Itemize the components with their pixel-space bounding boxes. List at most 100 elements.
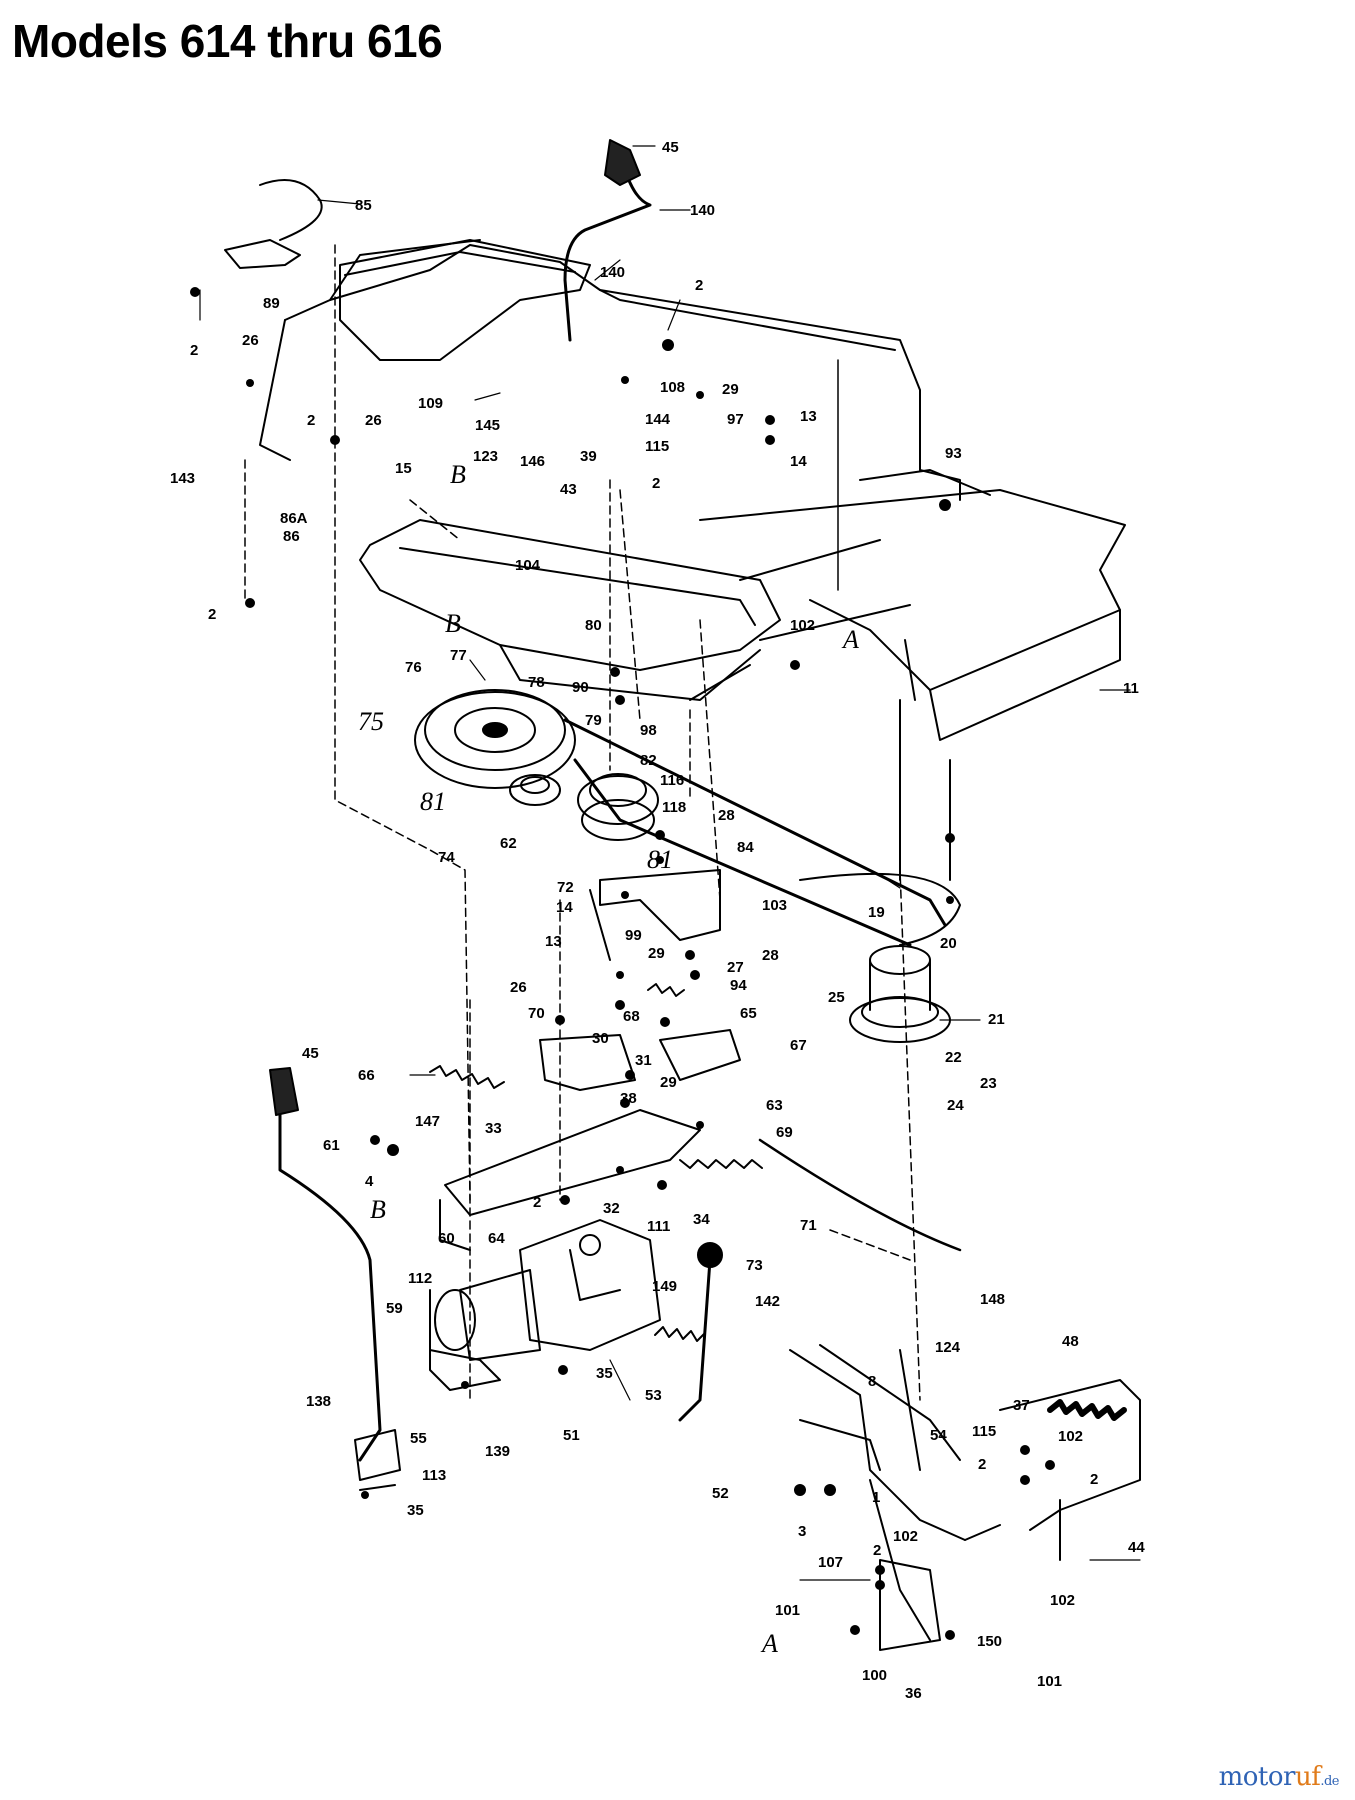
spring-65 xyxy=(647,983,685,997)
callout-62: 62 xyxy=(500,835,517,852)
seat-pan xyxy=(339,239,591,361)
callout-24: 24 xyxy=(947,1097,964,1114)
callout-82: 82 xyxy=(640,752,657,769)
callout-26: 26 xyxy=(242,332,259,349)
callout-98: 98 xyxy=(640,722,657,739)
callout-109: 109 xyxy=(418,395,443,412)
lever-knob-73 xyxy=(697,1242,723,1268)
callout-102: 102 xyxy=(893,1528,918,1545)
callout-43: 43 xyxy=(560,481,577,498)
callout-2: 2 xyxy=(873,1542,881,1559)
callout-52: 52 xyxy=(712,1485,729,1502)
callout-45: 45 xyxy=(662,139,679,156)
callout-99: 99 xyxy=(625,927,642,944)
callout-45: 45 xyxy=(302,1045,319,1062)
lever-knob-45 xyxy=(269,1067,299,1116)
ref-letter-b: B xyxy=(370,1195,386,1224)
callout-8: 8 xyxy=(868,1373,876,1390)
callout-112: 112 xyxy=(408,1270,432,1287)
callout-2: 2 xyxy=(1090,1471,1098,1488)
fasteners xyxy=(190,287,1055,1640)
callout-63: 63 xyxy=(766,1097,783,1114)
callout-59: 59 xyxy=(386,1300,403,1317)
callout-104: 104 xyxy=(515,557,541,574)
spring-66 xyxy=(429,1065,505,1089)
callout-2: 2 xyxy=(190,342,198,359)
callout-149: 149 xyxy=(652,1278,677,1295)
callout-35: 35 xyxy=(407,1502,424,1519)
callout-145: 145 xyxy=(475,417,500,434)
callout-73: 73 xyxy=(746,1257,763,1274)
spring-34 xyxy=(679,1159,763,1169)
callout-93: 93 xyxy=(945,445,962,462)
callout-28: 28 xyxy=(718,807,735,824)
callout-76: 76 xyxy=(405,659,422,676)
ref-letter-a: A xyxy=(760,1629,778,1658)
callout-2: 2 xyxy=(978,1456,986,1473)
callout-139: 139 xyxy=(485,1443,510,1460)
callout-labels: 45 85 140 140 2 89 2 26 26 2 109 108 29 … xyxy=(170,139,1145,1702)
callout-84: 84 xyxy=(737,839,754,856)
callout-13: 13 xyxy=(545,933,562,950)
callout-113: 113 xyxy=(422,1467,446,1484)
callout-30: 30 xyxy=(592,1030,609,1047)
pulley-75 xyxy=(414,689,576,789)
pulley-82 xyxy=(577,773,659,841)
callout-86A: 86A xyxy=(280,510,308,527)
callout-2: 2 xyxy=(307,412,315,429)
callout-118: 118 xyxy=(662,799,686,816)
callout-66: 66 xyxy=(358,1067,375,1084)
callout-102: 102 xyxy=(1058,1428,1083,1445)
callout-74: 74 xyxy=(438,849,455,866)
ref-letter-b: B xyxy=(450,460,466,489)
callout-3: 3 xyxy=(798,1523,806,1540)
ref-label-81: 81 xyxy=(647,845,673,874)
callout-23: 23 xyxy=(980,1075,997,1092)
callout-19: 19 xyxy=(868,904,885,921)
callout-29: 29 xyxy=(722,381,739,398)
callout-86: 86 xyxy=(283,528,300,545)
callout-100: 100 xyxy=(862,1667,887,1684)
callout-147: 147 xyxy=(415,1113,440,1130)
pedal-bracket xyxy=(224,239,301,269)
callout-85: 85 xyxy=(355,197,372,214)
callout-103: 103 xyxy=(762,897,787,914)
callout-97: 97 xyxy=(727,411,744,428)
reference-lines xyxy=(244,244,921,1401)
callout-39: 39 xyxy=(580,448,597,465)
drive-belt xyxy=(563,718,947,927)
callout-35: 35 xyxy=(596,1365,613,1382)
callout-20: 20 xyxy=(940,935,957,952)
callout-90: 90 xyxy=(572,679,589,696)
callout-61: 61 xyxy=(323,1137,340,1154)
callout-15: 15 xyxy=(395,460,412,477)
transaxle xyxy=(429,1219,661,1361)
callout-65: 65 xyxy=(740,1005,757,1022)
pulley-21 xyxy=(849,945,951,1043)
callout-53: 53 xyxy=(645,1387,662,1404)
bracket-30 xyxy=(539,1034,636,1091)
lever-rod-45 xyxy=(278,1113,382,1462)
shift-lever xyxy=(563,168,652,342)
callout-67: 67 xyxy=(790,1037,807,1054)
callout-60: 60 xyxy=(438,1230,455,1247)
ref-label-75: 75 xyxy=(358,707,384,736)
callout-102: 102 xyxy=(1050,1592,1075,1609)
callout-72: 72 xyxy=(557,879,574,896)
callout-14: 14 xyxy=(556,899,573,916)
callout-27: 27 xyxy=(727,959,744,976)
callout-80: 80 xyxy=(585,617,602,634)
ref-letter-a: A xyxy=(841,625,859,654)
watermark-logo: motoruf.de xyxy=(1218,1762,1340,1792)
callout-138: 138 xyxy=(306,1393,331,1410)
callout-143: 143 xyxy=(170,470,195,487)
callout-140: 140 xyxy=(600,264,625,281)
callout-146: 146 xyxy=(520,453,545,470)
callout-21: 21 xyxy=(988,1011,1005,1028)
callout-25: 25 xyxy=(828,989,845,1006)
callout-4: 4 xyxy=(365,1173,374,1190)
spring-53 xyxy=(654,1326,706,1342)
callout-101: 101 xyxy=(1037,1673,1062,1690)
callout-36: 36 xyxy=(905,1685,922,1702)
